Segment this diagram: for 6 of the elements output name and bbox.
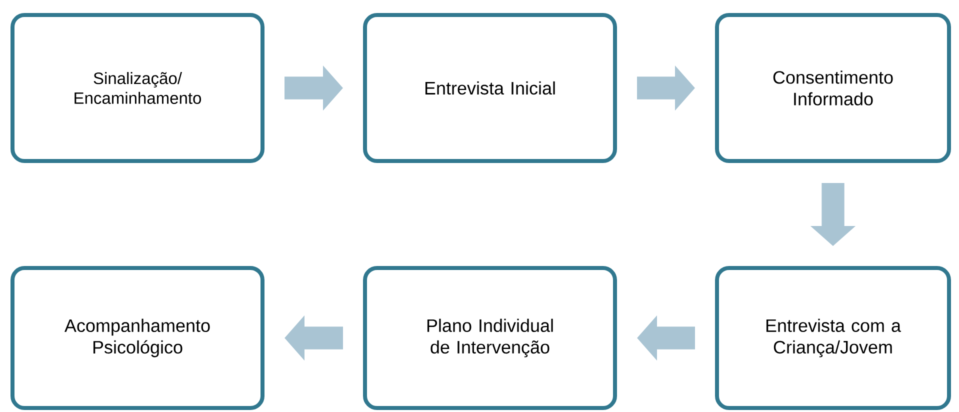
process-box: Acompanhamento Psicológico: [10, 266, 264, 410]
process-box: Plano Individual de Intervenção: [363, 266, 617, 410]
process-box: Sinalização/ Encaminhamento: [10, 13, 264, 163]
process-box: Entrevista Inicial: [363, 13, 617, 163]
process-box: Entrevista com a Criança/Jovem: [715, 266, 951, 410]
process-box: Consentimento Informado: [715, 13, 951, 163]
